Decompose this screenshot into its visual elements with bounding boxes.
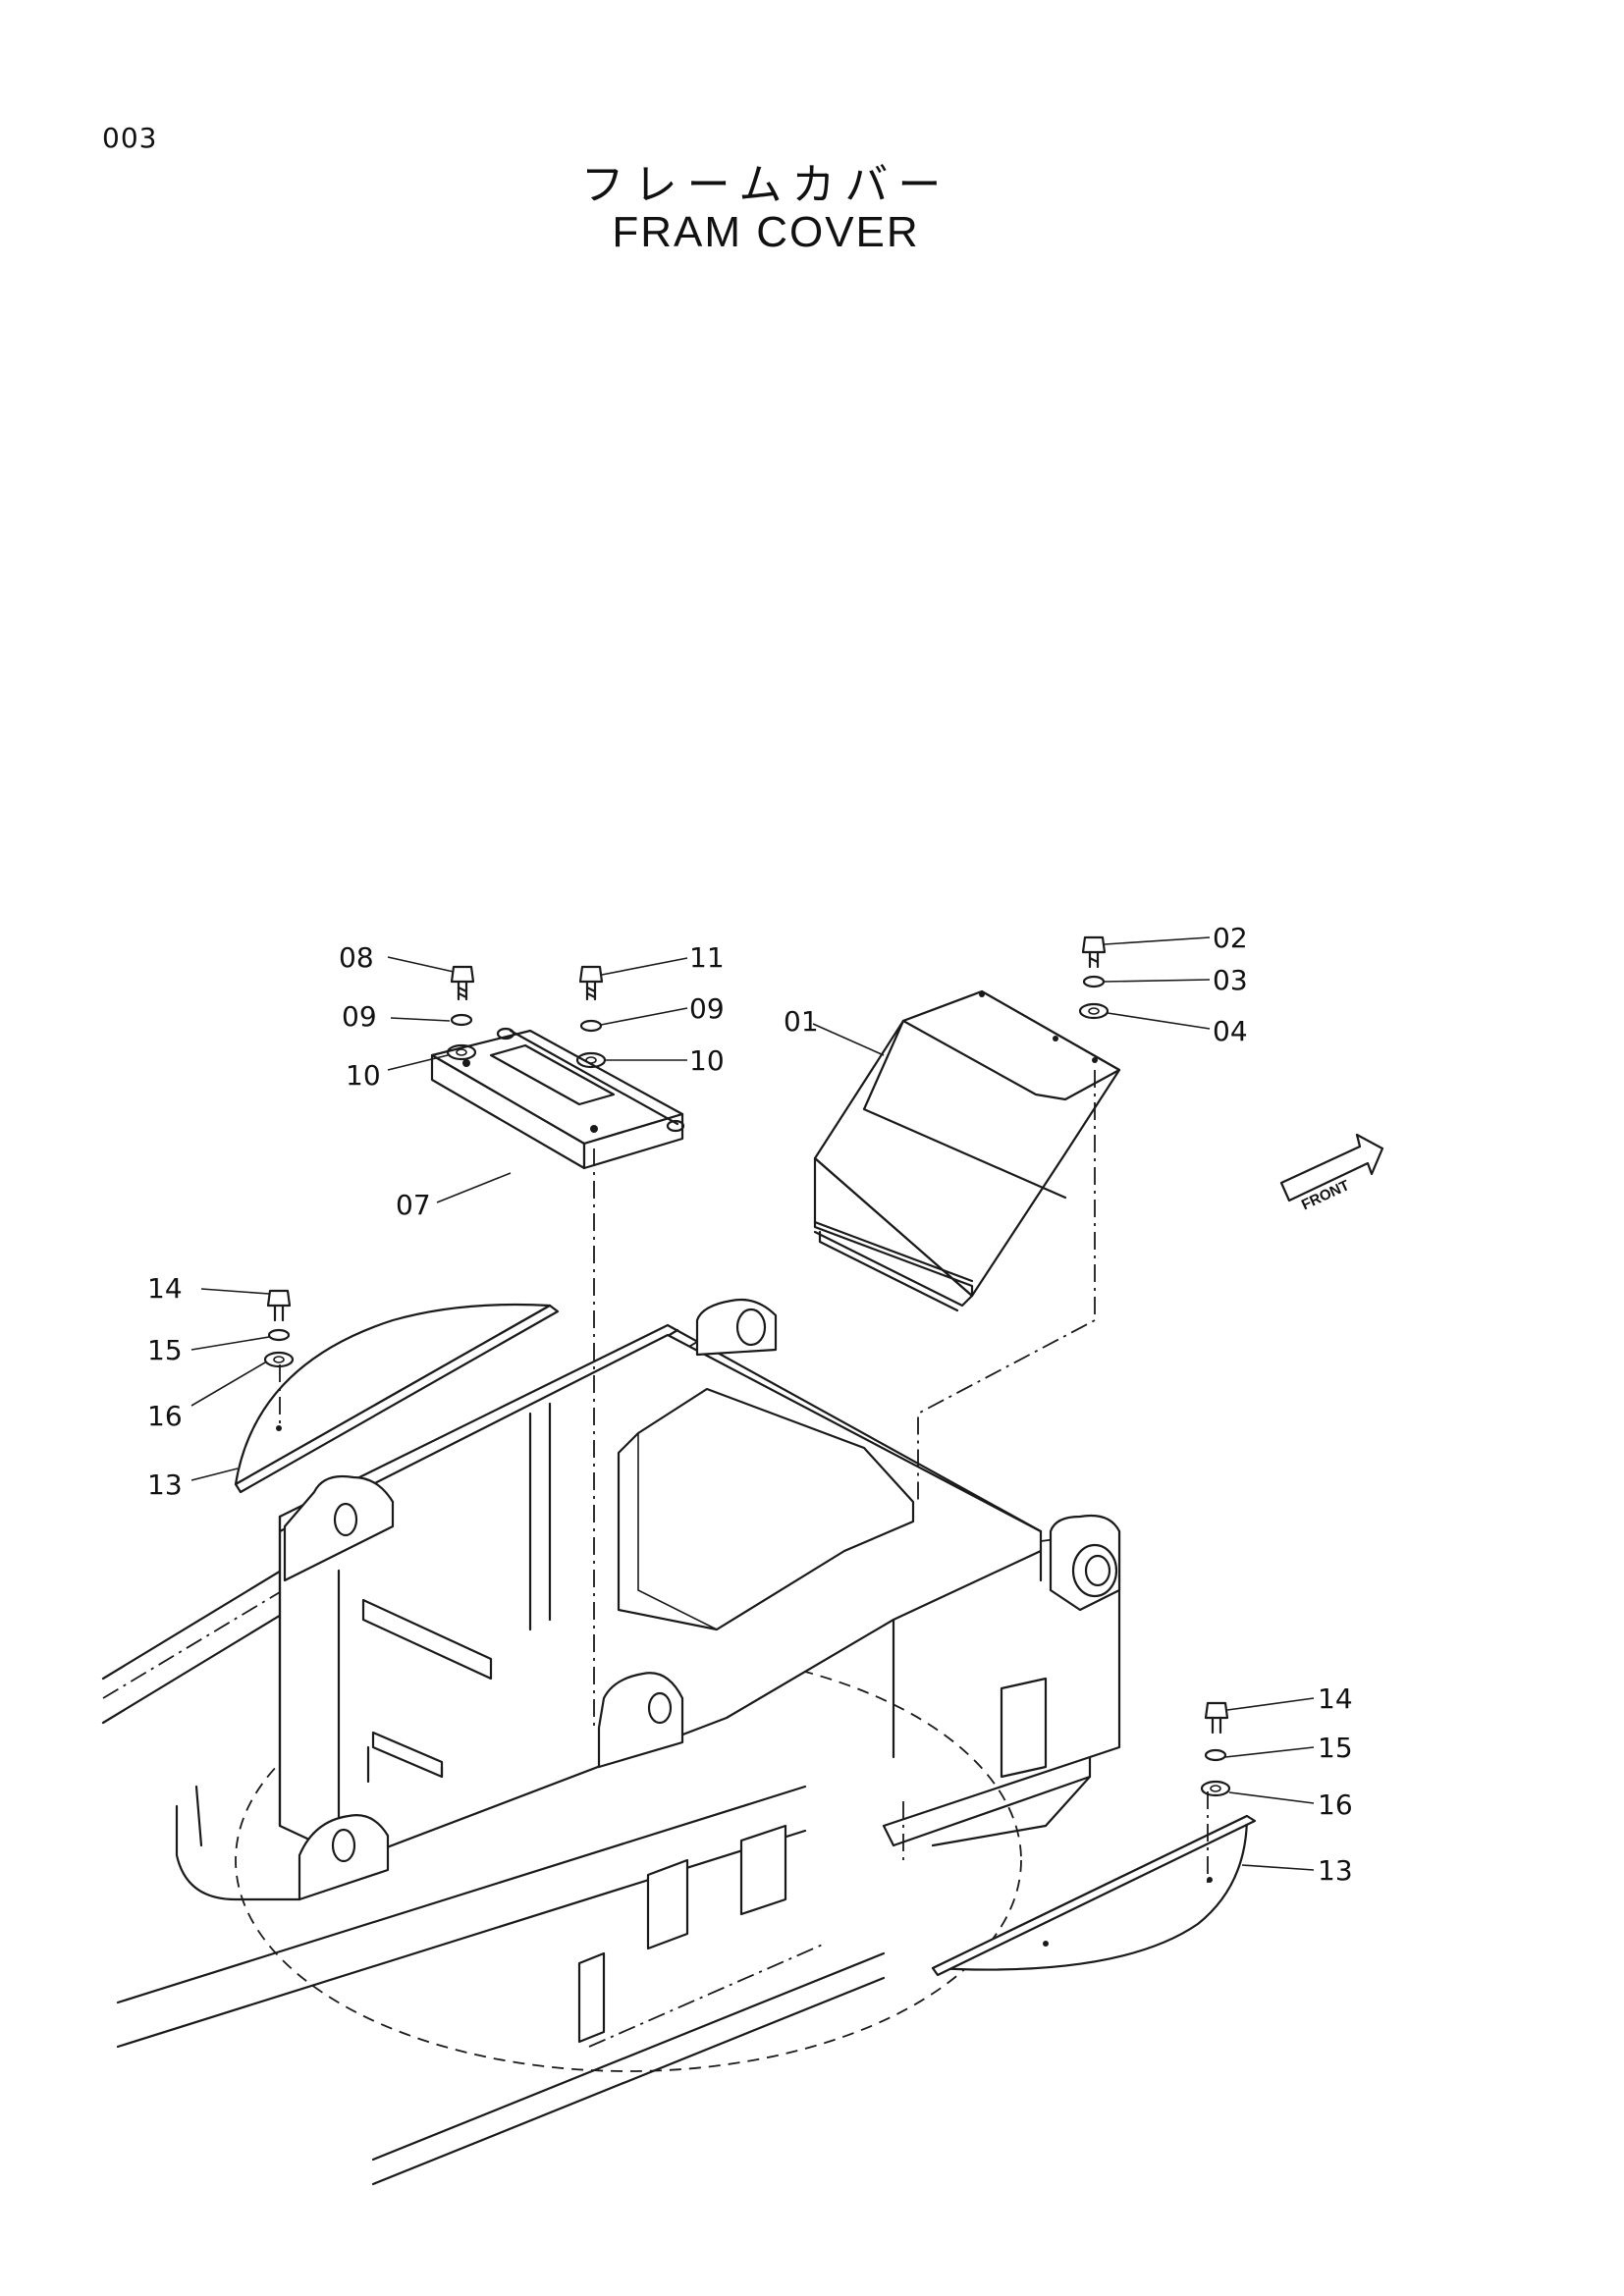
part-13-right-cover <box>931 1814 1257 1977</box>
part-07-cover-plate <box>430 1027 685 1170</box>
bolt-icon <box>266 1289 292 1308</box>
inner-bracket-plate <box>361 1598 493 1681</box>
part-01-frame-cover <box>813 989 1121 1312</box>
bolt-icon <box>1081 935 1107 954</box>
page-number: 003 <box>102 122 158 154</box>
flat-washer-icon <box>1078 1002 1110 1020</box>
callout-13: 13 <box>1318 1854 1353 1887</box>
callout-02: 02 <box>1213 922 1248 954</box>
bolt-icon <box>578 965 604 984</box>
hardware-fasteners <box>263 935 1231 1797</box>
callout-16: 16 <box>1318 1789 1353 1821</box>
callout-16: 16 <box>147 1400 183 1432</box>
bolt-icon <box>450 965 475 984</box>
lower-rails <box>116 1785 886 2186</box>
callout-01: 01 <box>784 1005 819 1038</box>
callout-11: 11 <box>689 941 725 974</box>
callout-04: 04 <box>1213 1015 1248 1047</box>
title-japanese: フレームカバー <box>580 160 951 210</box>
spring-washer-icon <box>1082 975 1106 988</box>
front-direction-arrow-icon: FRONT <box>1279 1133 1384 1213</box>
frame-opening <box>617 1387 915 1631</box>
part-13-left-cover <box>234 1303 560 1494</box>
bolt-icon <box>1204 1701 1229 1720</box>
callout-14: 14 <box>147 1272 183 1305</box>
callout-07: 07 <box>396 1189 431 1221</box>
revolving-frame <box>101 1298 1121 2186</box>
callout-09: 09 <box>689 992 725 1025</box>
callout-10: 10 <box>346 1059 381 1092</box>
callout-15: 15 <box>1318 1732 1353 1764</box>
spring-washer-icon <box>1204 1748 1227 1762</box>
callout-13: 13 <box>147 1468 183 1501</box>
callout-10: 10 <box>689 1044 725 1077</box>
callout-09: 09 <box>342 1000 377 1033</box>
spring-washer-icon <box>267 1328 291 1342</box>
leader-lines <box>190 936 1315 1871</box>
left-mount-lug <box>283 1474 395 1582</box>
callout-14: 14 <box>1318 1682 1353 1715</box>
callout-15: 15 <box>147 1334 183 1366</box>
flat-washer-icon <box>446 1043 477 1061</box>
boom-foot-bracket <box>1049 1514 1121 1612</box>
assembly-centerlines <box>279 1070 1209 1885</box>
flat-washer-icon <box>263 1351 295 1368</box>
spring-washer-icon <box>450 1013 473 1027</box>
spring-washer-icon <box>579 1019 603 1033</box>
callout-labels: 08 09 10 11 09 10 07 02 03 04 01 14 15 1… <box>147 922 1353 1887</box>
flat-washer-icon <box>1200 1780 1231 1797</box>
callout-03: 03 <box>1213 964 1248 996</box>
callout-08: 08 <box>339 941 374 974</box>
title-english: FRAM COVER <box>612 208 920 256</box>
